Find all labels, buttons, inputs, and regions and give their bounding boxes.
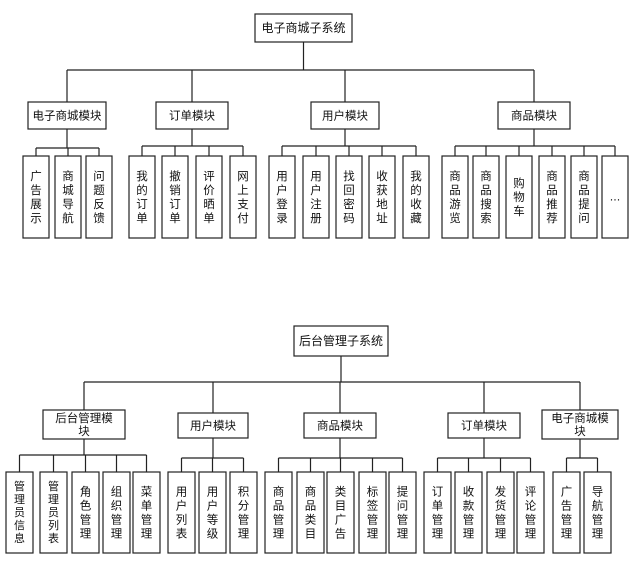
module-node-box <box>303 412 377 439</box>
leaf-node-label: 商品推荐 <box>546 169 558 225</box>
leaf-node-box <box>486 471 515 554</box>
leaf-node-label: 购物车 <box>513 176 525 218</box>
leaf-node-label: 用户注册 <box>310 169 322 225</box>
leaf-node-box <box>302 155 330 239</box>
module-node-box <box>310 101 380 130</box>
leaf-node-label: 广告管理 <box>561 485 573 541</box>
leaf-node-box <box>583 471 612 554</box>
leaf-node-label: 用户列表 <box>176 485 188 541</box>
leaf-node-label: 我的订单 <box>136 169 148 225</box>
leaf-node-label: 用户等级 <box>207 485 219 541</box>
module-node-box <box>541 409 619 440</box>
leaf-node-box <box>229 471 258 554</box>
leaf-node-box <box>388 471 417 554</box>
leaf-node-box <box>167 471 196 554</box>
leaf-node-box <box>423 471 452 554</box>
root-node-box <box>254 13 353 43</box>
module-node-box <box>27 101 107 130</box>
leaf-node-box <box>358 471 387 554</box>
leaf-node-box <box>264 471 293 554</box>
root-node-label: 后台管理子系统 <box>299 333 383 348</box>
root-node-label: 电子商城子系统 <box>261 20 345 35</box>
leaf-node-box <box>505 155 533 239</box>
leaf-node-label: 评价晒单 <box>203 169 215 225</box>
module-node-label: 电子商城模块 <box>33 109 102 123</box>
leaf-node-box <box>71 471 100 554</box>
module-node-label: 电子商城模 <box>551 411 609 425</box>
leaf-node-box <box>132 471 161 554</box>
module-node-label: 用户模块 <box>322 109 368 123</box>
leaf-node-box <box>195 155 223 239</box>
leaf-node-label: 收款管理 <box>463 485 475 541</box>
leaf-node-box <box>538 155 566 239</box>
leaf-node-label: 类目广告 <box>335 485 347 541</box>
leaf-node-label: 菜单管理 <box>141 485 153 541</box>
leaf-node-box <box>102 471 131 554</box>
leaf-node-label: 组织管理 <box>111 485 123 541</box>
module-node-box <box>447 412 521 439</box>
leaf-node-box <box>39 471 68 554</box>
leaf-node-box <box>368 155 396 239</box>
leaf-node-box <box>335 155 363 239</box>
leaf-node-label: ... <box>610 191 621 204</box>
leaf-node-box <box>516 471 545 554</box>
leaf-node-label: 提问管理 <box>397 485 409 541</box>
leaf-node-box <box>5 471 34 554</box>
leaf-node-box <box>85 155 113 239</box>
module-node-label: 块 <box>78 424 90 438</box>
module-node-box <box>42 409 126 440</box>
module-node-box <box>177 412 249 439</box>
leaf-node-box <box>22 155 50 239</box>
leaf-node-box <box>570 155 598 239</box>
leaf-node-label: 收获地址 <box>376 169 388 225</box>
leaf-node-label: 订单管理 <box>432 485 444 541</box>
leaf-node-label: 评论管理 <box>525 485 537 541</box>
module-node-box <box>497 101 571 130</box>
module-node-label: 块 <box>574 424 586 438</box>
leaf-node-box <box>198 471 227 554</box>
leaf-node-label: 管理员信息 <box>14 479 25 545</box>
leaf-node-label: 商品提问 <box>578 169 590 225</box>
leaf-node-label: 网上支付 <box>237 169 249 225</box>
leaf-node-box <box>601 155 629 239</box>
leaf-node-label: 找回密码 <box>343 169 355 225</box>
module-node-label: 订单模块 <box>169 109 215 123</box>
leaf-node-box <box>552 471 581 554</box>
module-node-label: 后台管理模 <box>55 411 113 425</box>
leaf-node-label: 管理员列表 <box>48 479 59 545</box>
leaf-node-label: 标签管理 <box>367 485 379 541</box>
root-node-box <box>293 325 389 357</box>
leaf-node-label: 商品类目 <box>305 485 317 541</box>
leaf-node-box <box>472 155 500 239</box>
leaf-node-label: 导航管理 <box>592 485 604 541</box>
module-node-label: 订单模块 <box>461 419 507 433</box>
leaf-node-label: 商品管理 <box>273 485 285 541</box>
leaf-node-label: 撤销订单 <box>169 169 181 225</box>
leaf-node-box <box>268 155 296 239</box>
leaf-node-label: 商品搜索 <box>480 169 492 225</box>
leaf-node-box <box>128 155 156 239</box>
leaf-node-box <box>54 155 82 239</box>
leaf-node-label: 问题反馈 <box>93 169 105 225</box>
leaf-node-box <box>326 471 355 554</box>
module-node-label: 商品模块 <box>511 109 557 123</box>
leaf-node-box <box>454 471 483 554</box>
leaf-node-box <box>441 155 469 239</box>
leaf-node-label: 角色管理 <box>80 485 92 541</box>
leaf-node-label: 发货管理 <box>495 485 507 541</box>
leaf-node-label: 广告展示 <box>30 169 42 225</box>
module-node-label: 用户模块 <box>190 419 236 433</box>
leaf-node-label: 商品游览 <box>449 169 461 225</box>
leaf-node-label: 我的收藏 <box>410 169 422 225</box>
leaf-node-label: 用户登录 <box>276 169 288 225</box>
leaf-node-box <box>402 155 430 239</box>
leaf-node-box <box>296 471 325 554</box>
module-node-label: 商品模块 <box>317 419 363 433</box>
leaf-node-box <box>229 155 257 239</box>
leaf-node-label: 商城导航 <box>62 169 74 225</box>
leaf-node-label: 积分管理 <box>238 485 250 541</box>
leaf-node-box <box>161 155 189 239</box>
